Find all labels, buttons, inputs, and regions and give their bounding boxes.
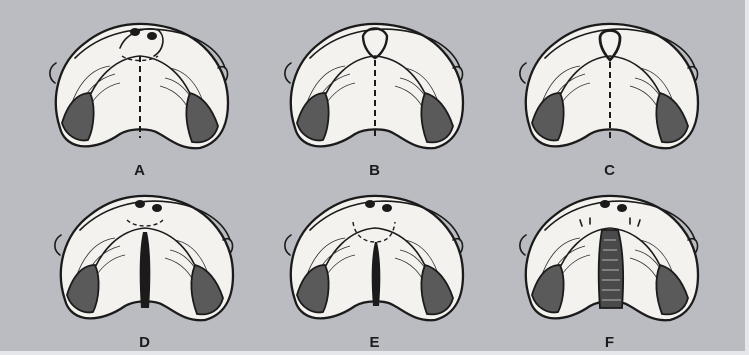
palate-illustration-f <box>510 180 710 330</box>
panel-label-f: F <box>510 334 710 351</box>
palate-illustration-e <box>275 180 475 330</box>
panel-label-c: C <box>510 162 710 179</box>
panel-c: C <box>510 8 710 178</box>
panel-b: B <box>275 8 475 178</box>
panel-f: F <box>510 180 710 350</box>
panel-a: A <box>40 8 240 178</box>
palate-illustration-a <box>40 8 240 158</box>
panel-label-a: A <box>40 162 240 179</box>
palate-illustration-c <box>510 8 710 158</box>
palate-illustration-b <box>275 8 475 158</box>
panel-label-d: D <box>45 334 245 351</box>
panel-label-e: E <box>275 334 475 351</box>
panel-label-b: B <box>275 162 475 179</box>
palate-illustration-d <box>45 180 245 330</box>
panel-e: E <box>275 180 475 350</box>
panel-d: D <box>45 180 245 350</box>
